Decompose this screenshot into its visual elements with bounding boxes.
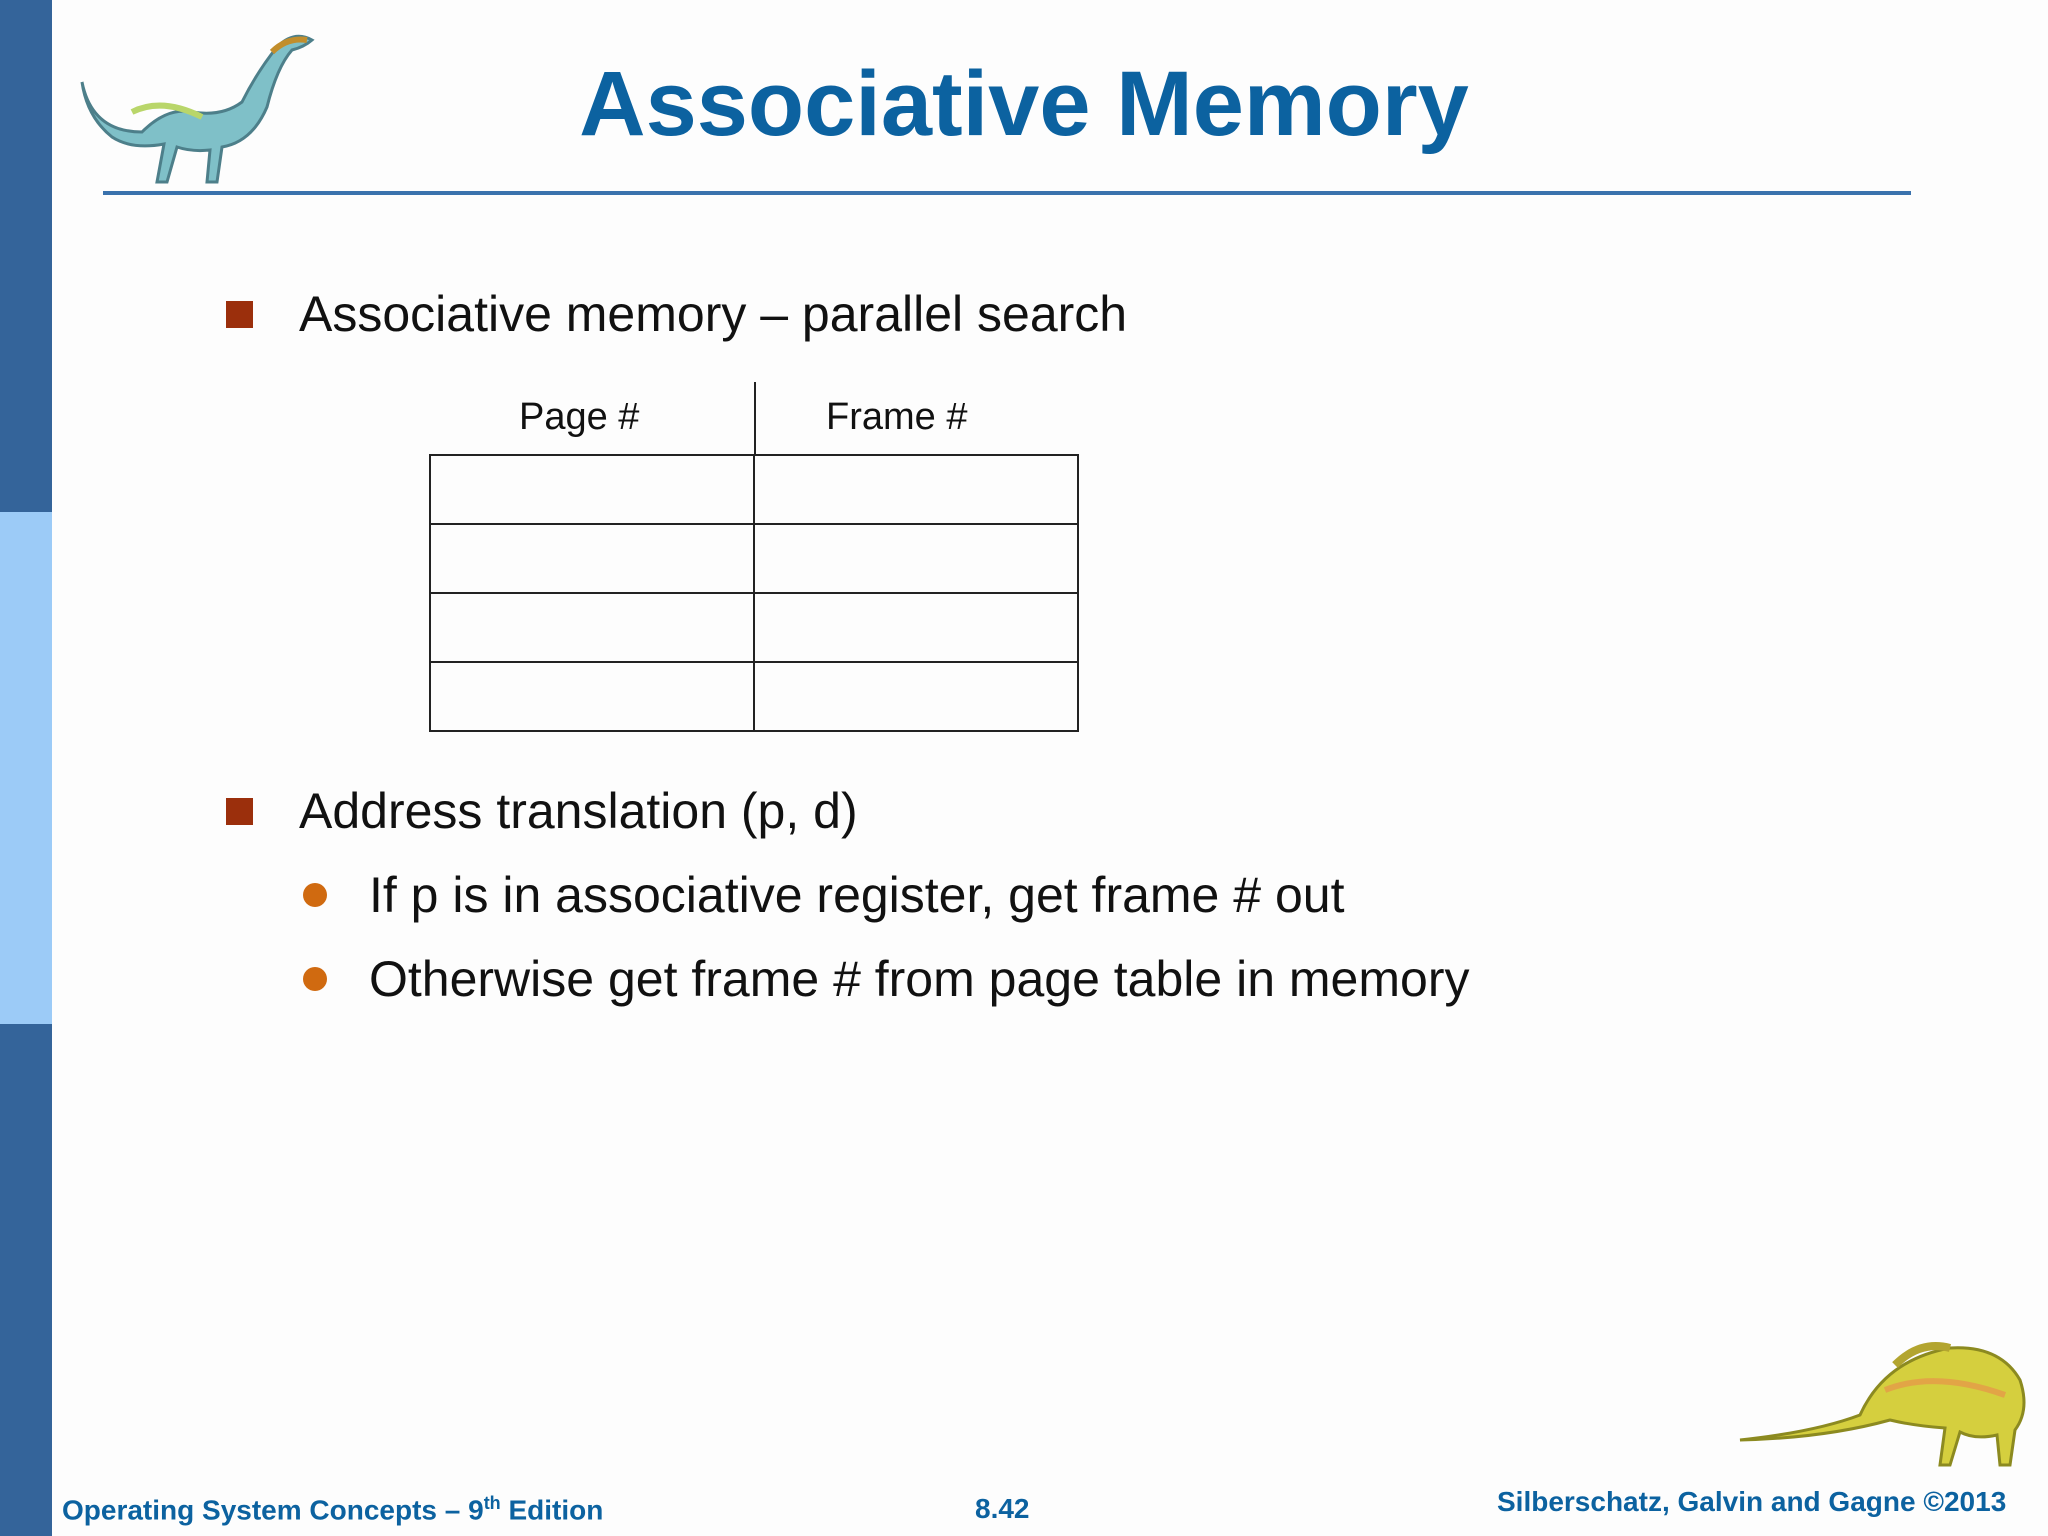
bullet-address-translation: Address translation (p, d) [226,782,858,840]
table-cell [753,523,1079,594]
bullet-associative-memory: Associative memory – parallel search [226,285,1127,343]
dinosaur-top-icon [80,34,315,184]
footer-authors: Silberschatz, Galvin and Gagne ©2013 [1497,1486,2007,1517]
table-row [429,523,1079,594]
footer-book-title-superscript: th [483,1493,501,1513]
table-header-frame: Frame # [826,396,968,438]
table-header-divider [754,382,756,456]
slide-title: Associative Memory [579,53,1469,155]
table-cell [753,592,1079,663]
title-divider [103,191,1911,195]
sub-bullet-associative-register: If p is in associative register, get fra… [303,866,1344,924]
sidebar-band-bottom [0,1024,52,1536]
sidebar-band-middle [0,512,52,1024]
square-bullet-icon [226,797,253,825]
dot-bullet-icon [303,883,327,907]
table-cell [753,661,1079,732]
sub-bullet-text: Otherwise get frame # from page table in… [369,951,1470,1007]
dot-bullet-icon [303,967,327,991]
dinosaur-bottom-icon [1739,1342,2026,1467]
sub-bullet-page-table: Otherwise get frame # from page table in… [303,950,1469,1008]
sidebar-band-top [0,0,52,512]
footer-book-title-edition: Edition [500,1494,604,1526]
footer-book-title-main: Operating System Concepts – 9 [62,1494,484,1526]
bullet-text: Associative memory – parallel search [299,286,1128,342]
footer-book-title: Operating System Concepts – 9th Edition [62,1493,603,1526]
table-header-page: Page # [519,396,640,438]
table-cell [753,454,1079,525]
square-bullet-icon [226,300,253,328]
table-cell [429,523,755,594]
bullet-text: Address translation (p, d) [299,783,858,839]
sub-bullet-text: If p is in associative register, get fra… [369,867,1345,923]
table-cell [429,661,755,732]
table-row [429,661,1079,732]
associative-memory-table [429,454,1079,732]
table-row [429,592,1079,663]
footer-page-number: 8.42 [975,1493,1030,1524]
table-row [429,454,1079,525]
table-cell [429,454,755,525]
table-cell [429,592,755,663]
